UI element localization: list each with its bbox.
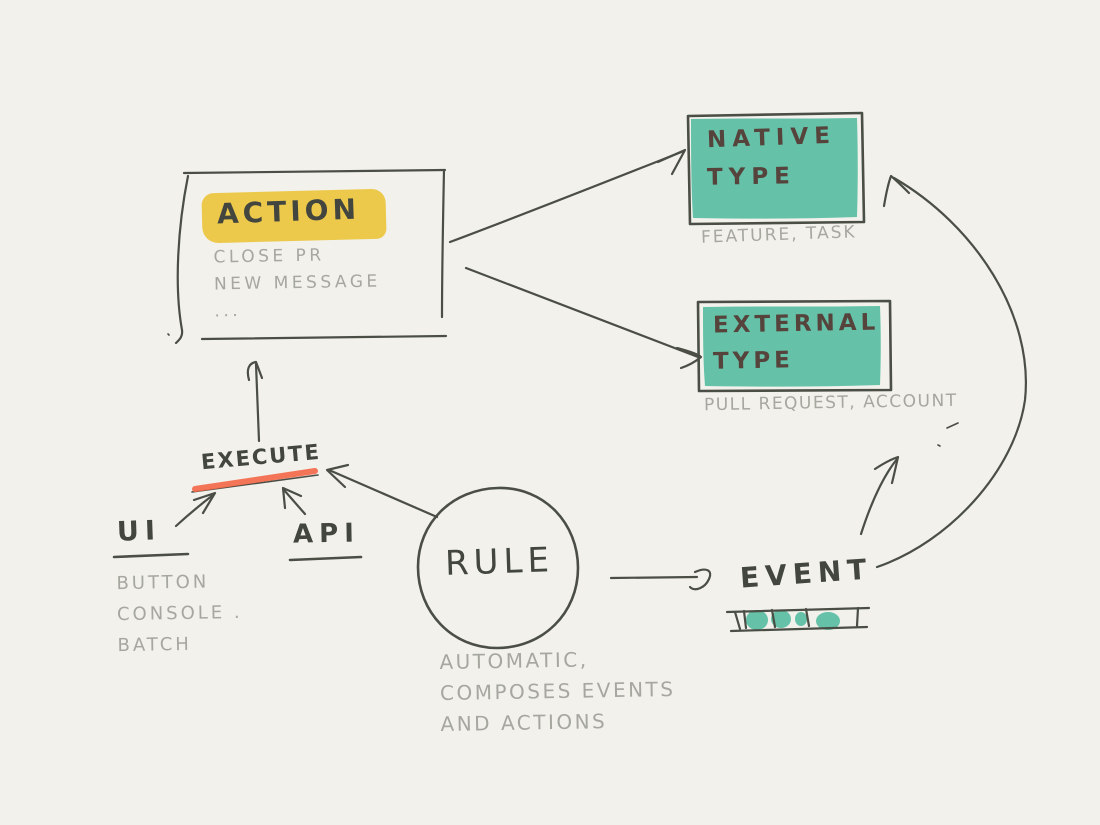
external-type-caption: PULL REQUEST, ACCOUNT [703,390,958,416]
ui-examples: BUTTON CONSOLE . BATCH [116,566,243,661]
rule-caption-composes: COMPOSES EVENTS [439,676,676,706]
arrow-ui-to-execute [174,491,217,528]
arrow-action-to-native [448,148,687,244]
ui-label: UI [116,515,162,548]
action-example-ellipsis: ... [214,300,242,322]
arrow-action-to-external [464,266,703,370]
action-box-title: ACTION [216,192,361,231]
stray-marks [167,333,959,447]
external-type-box-shape [696,299,893,393]
rule-circle [416,486,580,650]
native-type-box-shape [686,111,866,226]
execute-underline [191,468,319,493]
ui-example-button: BUTTON [116,571,210,595]
external-type-title-line2: TYPE [712,347,795,375]
api-label: API [292,518,361,550]
rule-caption: AUTOMATIC,COMPOSES EVENTS AND ACTIONS [439,643,676,740]
ui-underline [112,552,190,559]
native-type-title-line1: NATIVE [706,122,837,154]
arrow-rule-to-event [609,568,712,591]
rule-caption-and-actions: AND ACTIONS [440,709,608,737]
event-tray [725,606,871,633]
external-type-title-line1: EXTERNAL [712,309,880,339]
action-box-outline [174,168,448,345]
arrow-event-to-external [859,455,900,536]
arrow-event-to-native [875,174,1027,569]
arrow-api-to-execute [281,486,307,516]
rule-caption-automatic: AUTOMATIC, [439,647,589,675]
ui-example-batch: BATCH [117,633,193,657]
api-underline [288,555,363,562]
ui-example-console: CONSOLE . [116,601,243,626]
rule-label: RULE [444,540,555,584]
arrow-execute-to-action [246,360,264,443]
action-example-close-pr: CLOSE PR [213,245,325,268]
action-example-new-message: NEW MESSAGE [213,271,381,295]
action-box-examples: CLOSE PR NEW MESSAGE... [213,242,381,326]
arrow-rule-to-execute [325,463,439,519]
native-type-title-line2: TYPE [706,163,797,191]
